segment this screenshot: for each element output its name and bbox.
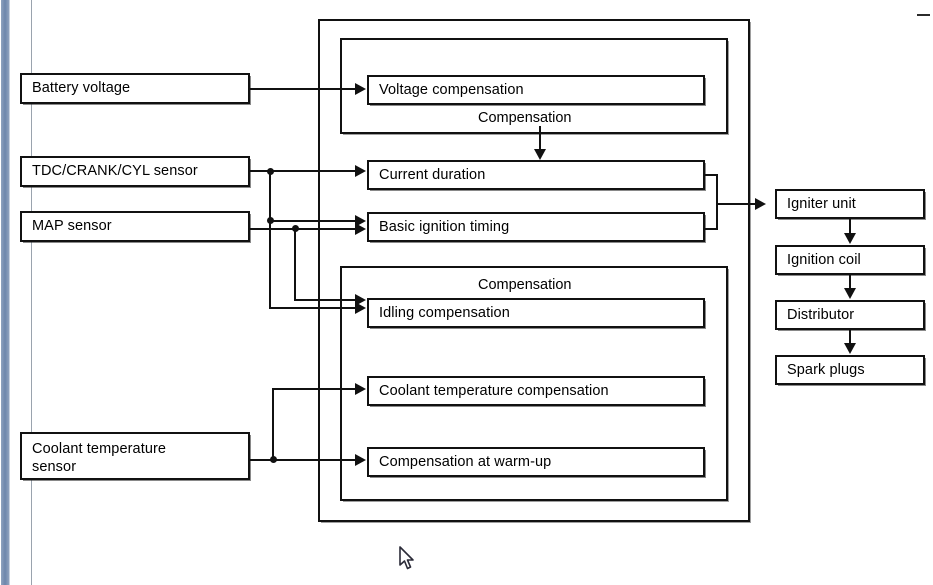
upper-compensation-caption: Compensation	[478, 110, 572, 126]
wire-map-to-idling-drop	[294, 230, 296, 300]
block-idling-compensation-label: Idling compensation	[379, 304, 510, 321]
wire-merge-to-igniter-unit	[716, 203, 756, 205]
block-coolant-temperature-compensation-label: Coolant temperature compensation	[379, 382, 609, 399]
block-coolant-temperature-sensor[interactable]: Coolant temperature sensor	[20, 432, 250, 480]
wire-coil-to-distributor	[849, 275, 851, 289]
coolant-sensor-line-1: Coolant temperature	[32, 441, 167, 457]
wire-battery-to-voltage-compensation	[250, 88, 356, 90]
page-border-line	[31, 0, 32, 585]
block-igniter-unit-label: Igniter unit	[787, 195, 856, 212]
wire-output-merge-bracket	[716, 174, 718, 230]
arrowhead-idling-compensation-lower	[355, 302, 366, 314]
block-ignition-coil-label: Ignition coil	[787, 251, 861, 268]
arrowhead-idling-compensation-upper	[355, 294, 366, 306]
arrowhead-distributor	[844, 288, 856, 299]
block-map-sensor[interactable]: MAP sensor	[20, 211, 250, 242]
block-compensation-at-warm-up[interactable]: Compensation at warm-up	[367, 447, 705, 477]
arrowhead-igniter-unit	[755, 198, 766, 210]
block-spark-plugs-label: Spark plugs	[787, 361, 865, 378]
block-map-sensor-label: MAP sensor	[32, 218, 112, 235]
wire-current-duration-out	[705, 174, 718, 176]
block-distributor-label: Distributor	[787, 306, 855, 323]
arrowhead-spark-plugs	[844, 343, 856, 354]
block-spark-plugs[interactable]: Spark plugs	[775, 355, 925, 385]
block-idling-compensation[interactable]: Idling compensation	[367, 298, 705, 328]
block-coolant-temperature-sensor-label: Coolant temperature sensor	[22, 440, 166, 476]
upper-compensation-group-frame	[340, 38, 728, 134]
wire-tdc-to-idling-compensation	[269, 307, 356, 309]
block-current-duration[interactable]: Current duration	[367, 160, 705, 190]
arrowhead-basic-ignition-timing-upper	[355, 215, 366, 227]
wire-map-to-idling-compensation	[294, 299, 356, 301]
mouse-cursor	[399, 546, 417, 577]
block-tdc-crank-cyl-sensor-label: TDC/CRANK/CYL sensor	[32, 163, 198, 180]
wire-coolant-to-coolant-compensation	[272, 388, 356, 390]
left-edge-scroll-bar	[0, 0, 11, 585]
block-ignition-coil[interactable]: Ignition coil	[775, 245, 925, 275]
block-basic-ignition-timing[interactable]: Basic ignition timing	[367, 212, 705, 242]
block-voltage-compensation[interactable]: Voltage compensation	[367, 75, 705, 105]
wire-tdc-drop	[269, 170, 271, 220]
coolant-sensor-line-2: sensor	[32, 459, 77, 476]
wire-coolant-rise	[272, 388, 274, 460]
wire-igniter-to-coil	[849, 219, 851, 234]
wire-tdc-to-idling-drop	[269, 222, 271, 308]
wire-coolant-sensor-out	[250, 459, 356, 461]
block-coolant-temperature-compensation[interactable]: Coolant temperature compensation	[367, 376, 705, 406]
ecu-outer-frame	[318, 19, 750, 522]
arrowhead-ignition-coil	[844, 233, 856, 244]
top-right-dash-mark	[917, 14, 930, 16]
lower-compensation-group-frame	[340, 266, 728, 501]
block-igniter-unit[interactable]: Igniter unit	[775, 189, 925, 219]
block-battery-voltage-label: Battery voltage	[32, 80, 131, 97]
arrowhead-voltage-compensation	[355, 83, 366, 95]
lower-compensation-caption: Compensation	[478, 277, 572, 293]
junction-dot-map	[292, 225, 299, 232]
wire-tdc-to-basic-ignition-timing	[269, 220, 356, 222]
arrowhead-compensation-at-warm-up	[355, 454, 366, 466]
arrowhead-basic-ignition-timing-lower	[355, 223, 366, 235]
wire-map-to-basic-ignition-timing	[250, 228, 356, 230]
wire-basic-ignition-timing-out	[705, 228, 718, 230]
block-current-duration-label: Current duration	[379, 166, 486, 183]
wire-tdc-to-current-duration	[250, 170, 356, 172]
block-basic-ignition-timing-label: Basic ignition timing	[379, 218, 510, 235]
block-distributor[interactable]: Distributor	[775, 300, 925, 330]
block-voltage-compensation-label: Voltage compensation	[379, 81, 524, 98]
junction-dot-tdc-lower	[267, 217, 274, 224]
block-battery-voltage[interactable]: Battery voltage	[20, 73, 250, 104]
arrowhead-current-duration-top	[534, 149, 546, 160]
block-compensation-at-warm-up-label: Compensation at warm-up	[379, 453, 552, 470]
wire-compensation-to-current-duration	[539, 126, 541, 150]
arrowhead-coolant-temperature-compensation	[355, 383, 366, 395]
block-tdc-crank-cyl-sensor[interactable]: TDC/CRANK/CYL sensor	[20, 156, 250, 187]
wire-distributor-to-spark-plugs	[849, 330, 851, 344]
arrowhead-current-duration-left	[355, 165, 366, 177]
